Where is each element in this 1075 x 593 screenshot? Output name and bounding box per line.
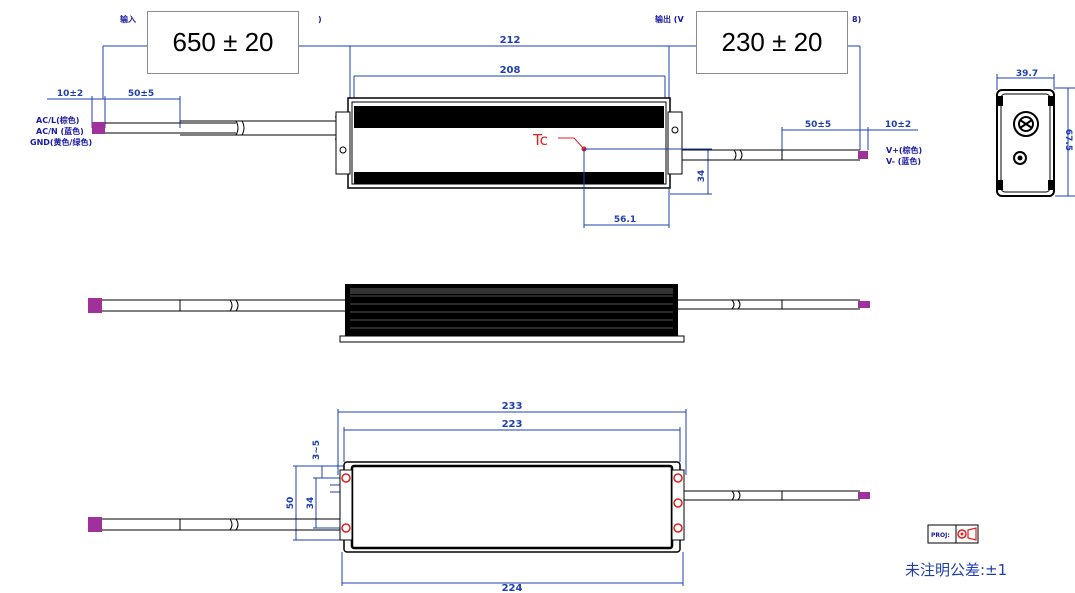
output-wire-tips-top (858, 151, 868, 159)
dim-233-label: 233 (502, 401, 523, 412)
output-header-suffix: 8) (852, 15, 861, 24)
end-width-label: 39.7 (1016, 69, 1038, 79)
projection-circle-icon (957, 529, 967, 539)
end-body (996, 89, 1055, 197)
dim-56-1 (583, 148, 712, 228)
input-wire-tips-side (88, 298, 102, 313)
dim-56-1-label: 56.1 (614, 215, 636, 225)
dim-224-label: 224 (502, 583, 523, 593)
wire-label-vplus: V+(棕色) (886, 145, 922, 155)
output-wires-top (682, 149, 860, 161)
output-wire-tips-bottom (858, 492, 870, 499)
tc-label: Tc (532, 131, 548, 149)
dim-34-bottom-label: 34 (306, 497, 316, 510)
wire-label-acn: AC/N (蓝色) (36, 126, 84, 136)
dim-212-label: 212 (500, 35, 521, 46)
side-view (88, 284, 870, 343)
top-view: 212 208 10±2 50±5 AC/L(棕色) AC/N (蓝色) GND… (30, 35, 922, 228)
dim-slot-label: 3~5 (312, 440, 322, 460)
input-wires-top (92, 116, 345, 140)
wire-label-acl: AC/L(棕色) (36, 115, 79, 125)
projection-label: PROJ: (931, 532, 950, 539)
input-header-suffix: ) (318, 15, 322, 24)
projection-symbol: PROJ: (927, 524, 979, 544)
tolerance-note: 未注明公差:±1 (905, 561, 1007, 579)
output-wire-tips-side (858, 301, 870, 308)
end-view: 39.7 67.5 (996, 69, 1075, 197)
input-wire-tips-bottom (88, 517, 102, 532)
dim-right-leads (781, 46, 918, 150)
dim-right-strip: 50±5 (805, 120, 831, 130)
dim-208 (353, 75, 666, 98)
output-header-label: 输出 (V (655, 14, 684, 24)
end-height-label: 67.5 (1063, 129, 1073, 151)
bottom-view: 233 223 224 50 34 3~5 6 (88, 401, 870, 593)
dim-left-tip: 10±2 (57, 89, 83, 99)
projection-cone-icon (967, 527, 977, 541)
dim-34-top (670, 149, 712, 195)
input-header-label: 输入 (120, 14, 136, 24)
dim-208-label: 208 (500, 65, 521, 76)
dim-34-top-label: 34 (697, 170, 707, 183)
input-value-box: 650 ± 20 (147, 11, 299, 74)
dim-223-label: 223 (502, 419, 523, 430)
wire-label-vminus: V- (蓝色) (886, 156, 921, 166)
mounting-hole-icons (341, 473, 683, 533)
wire-label-gnd: GND(黄色/绿色) (30, 137, 92, 147)
dim-left-strip: 50±5 (128, 89, 154, 99)
dim-right-tip: 10±2 (885, 120, 911, 130)
input-wire-tips-top (92, 122, 105, 134)
output-value-box: 230 ± 20 (696, 11, 848, 74)
dim-50-label: 50 (286, 497, 296, 510)
